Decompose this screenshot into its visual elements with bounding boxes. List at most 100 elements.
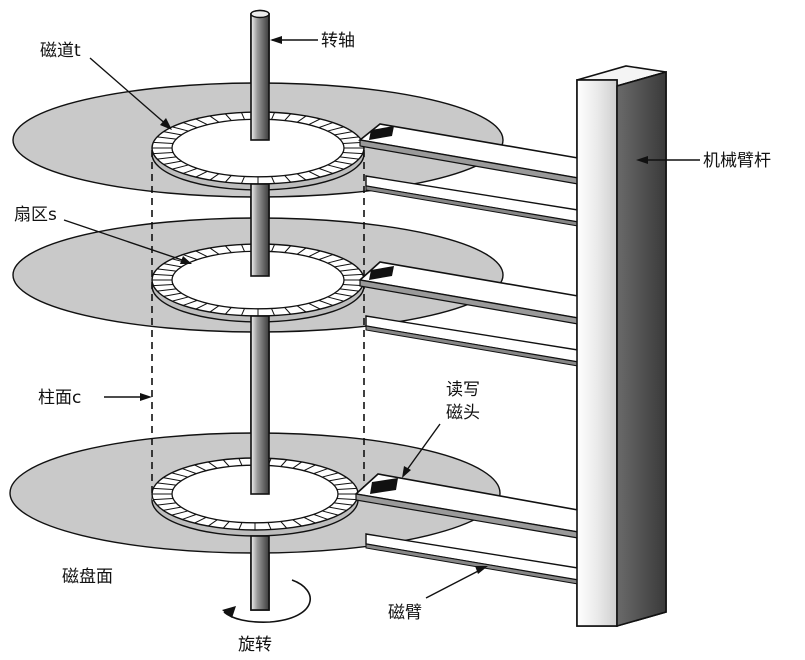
sector-divider [224,113,232,121]
sector-divider [238,458,243,466]
sector-divider [313,513,329,520]
rotation-arrow [222,579,311,623]
track-ring [151,243,365,323]
sector-divider [296,173,307,181]
sector-divider [156,502,177,506]
rw-head-2 [369,266,394,280]
sector-divider [318,299,334,306]
sector-divider [222,459,230,467]
sector-divider [163,263,182,268]
sector-divider [333,502,354,506]
sector-divider [207,461,218,469]
sector-divider [342,152,363,155]
sector-divider [328,477,347,482]
sector-divider [182,254,198,261]
sector-divider [153,487,174,490]
sector-divider [318,254,334,261]
sector-divider [172,296,189,302]
sector-divider [194,516,207,524]
sector-divider [163,506,182,511]
rw-head-1 [369,126,394,140]
sector-divider [267,522,272,530]
sector-divider [270,308,276,316]
sector-divider [224,175,232,183]
sector-divider [336,498,357,501]
sector-divider [209,115,220,123]
label-track: 磁道t [40,41,81,61]
spindle-front-segments [250,9,270,611]
sector-divider [342,273,363,276]
sector-divider [194,464,207,472]
sector-divider [157,156,177,160]
sector-divider [157,136,177,140]
sector-divider [280,521,288,529]
sector-divider [240,308,246,316]
sector-divider [163,292,182,297]
sector-divider [222,521,230,529]
sector-divider [339,136,359,140]
arm-1 [358,123,579,227]
sector-divider [334,131,353,136]
label-platter-surface: 磁盘面 [62,567,113,587]
sector-divider [296,305,307,313]
sector-divider [153,498,174,501]
label-rotation: 旋转 [238,635,272,655]
label-spindle: 转轴 [321,31,355,51]
sector-divider [322,510,339,516]
sector-divider [157,288,177,292]
sector-divider [209,173,220,181]
sector-divider [153,273,174,276]
sector-divider [292,461,303,469]
sector-divider [182,299,198,306]
sector-divider [195,118,208,126]
sector-divider [181,513,197,520]
sector-divider [240,176,246,184]
sector-divider [157,268,177,272]
label-rw-head-line1: 读写 [446,380,480,400]
sector-divider [270,112,276,120]
arm-3 [354,473,579,585]
sector-divider [336,487,357,490]
label-arm: 磁臂 [388,603,422,623]
sector-divider [292,519,303,527]
sector-divider [209,305,220,313]
sector-divider [303,464,316,472]
sector-divider [171,510,188,516]
sector-divider [284,175,292,183]
sector-divider [224,245,232,253]
sector-divider [240,244,246,252]
sector-divider [284,307,292,315]
sector-divider [333,482,354,486]
sector-divider [224,307,232,315]
sector-divider [270,176,276,184]
sector-divider [238,522,243,530]
rw-head-3 [370,478,398,494]
sector-divider [296,247,307,255]
sector-divider [153,152,174,155]
sector-divider [182,122,198,129]
sector-divider [163,131,182,136]
cylinder-dashed-lines [151,150,365,494]
sector-divider [334,263,353,268]
leader-lines [63,36,700,599]
sector-divider [308,118,321,126]
sector-divider [327,126,344,132]
sector-divider [327,164,344,170]
sector-divider [171,472,188,478]
sector-divider [181,468,197,475]
sector-divider [209,247,220,255]
sector-divider [308,250,321,258]
sector-divider [284,245,292,253]
actuator-post-side [616,70,667,628]
sector-divider [303,516,316,524]
sector-divider [327,258,344,264]
label-rw-head-line2: 磁头 [446,403,480,423]
sector-divider [163,477,182,482]
sector-divider [280,459,288,467]
sector-divider [195,302,208,310]
sector-divider [334,292,353,297]
sector-divider [172,164,189,170]
sector-divider [339,268,359,272]
label-cylinder: 柱面c [38,388,81,408]
